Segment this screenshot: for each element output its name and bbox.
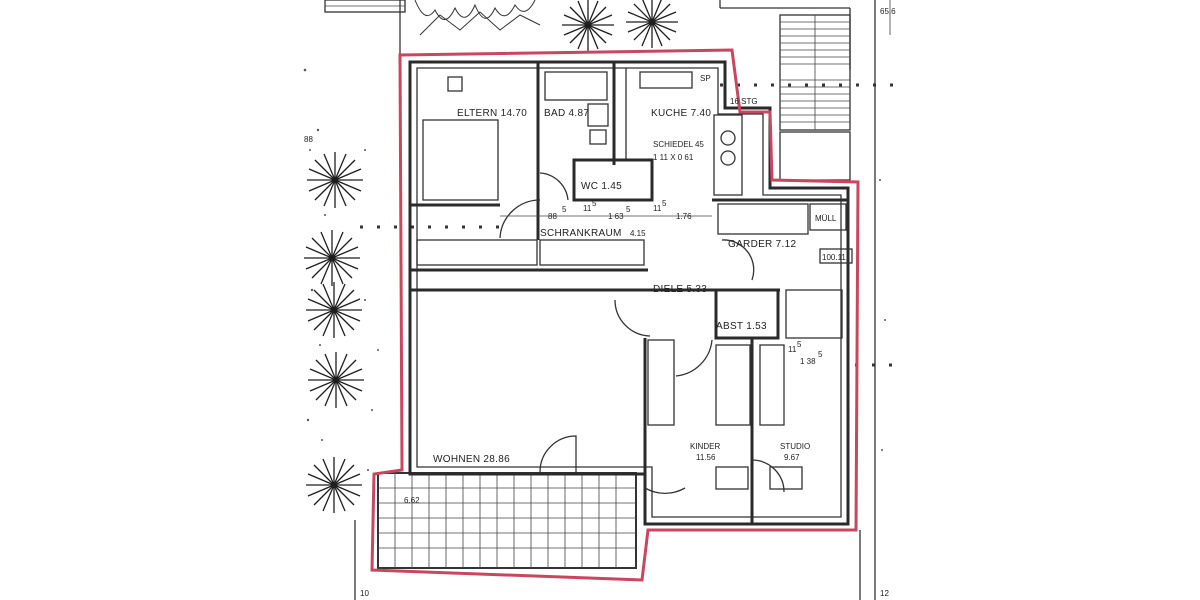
- apartment-outline: [370, 48, 860, 582]
- outer-walls: [408, 60, 850, 526]
- label-sp: SP: [700, 74, 711, 83]
- label-kinder-area: 11.56: [696, 453, 716, 462]
- hedge-icon: [414, 0, 541, 36]
- dim-88-sup: 5: [562, 205, 567, 214]
- tree-icon: [306, 282, 362, 338]
- tree-icon: [304, 230, 360, 286]
- margin-left-top: 88: [304, 135, 313, 144]
- label-studio: STUDIO: [780, 442, 810, 451]
- margin-top-right: 65.6: [880, 7, 896, 16]
- label-kuche: KUCHE 7.40: [651, 108, 711, 119]
- tree-icon: [308, 352, 364, 408]
- staircase: [779, 14, 851, 181]
- dim-163-sup: 5: [626, 205, 631, 214]
- dim-138-sup: 5: [818, 350, 823, 359]
- label-schiedel-size: 1 11 X 0 61: [653, 153, 694, 162]
- dim-138: 1 38: [800, 357, 816, 366]
- label-studio-area: 9.67: [784, 453, 800, 462]
- label-terrace: 6.62: [404, 496, 420, 505]
- label-diele: DIELE 5.33: [653, 284, 707, 295]
- label-abst: ABST 1.53: [716, 321, 767, 332]
- level-value: 100.11: [822, 253, 846, 262]
- label-schrankraum: SCHRANKRAUM: [540, 228, 622, 239]
- doors: [499, 172, 785, 495]
- dim-11c-sup: 5: [797, 340, 802, 349]
- label-wc: WC 1.45: [581, 181, 622, 192]
- label-schiedel: SCHIEDEL 45: [653, 140, 704, 149]
- interior-walls: [410, 62, 848, 524]
- margin-bottom-right: 12: [880, 589, 889, 598]
- label-kinder: KINDER: [690, 442, 720, 451]
- tree-icon: [307, 152, 363, 208]
- tree-icon: [306, 457, 362, 513]
- dim-11b: 11: [653, 204, 662, 213]
- dim-163: 1 63: [608, 212, 624, 221]
- label-wohnen: WOHNEN 28.86: [433, 454, 510, 465]
- tree-icon: [562, 0, 614, 51]
- label-mull: MÜLL: [815, 214, 837, 223]
- label-bad: BAD 4.87: [544, 108, 589, 119]
- dim-11a-sup: 5: [592, 199, 597, 208]
- tree-icon: [626, 0, 678, 48]
- dim-176: 1.76: [676, 212, 692, 221]
- label-stg: 16 STG: [730, 97, 758, 106]
- label-garder: GARDER 7.12: [728, 239, 796, 250]
- margin-bottom-left: 10: [360, 589, 369, 598]
- dim-11b-sup: 5: [662, 199, 667, 208]
- terrace: [377, 472, 637, 569]
- label-schrankraum-area: 4.15: [630, 229, 646, 238]
- dim-11c: 11: [788, 345, 797, 354]
- soil-hatching: [303, 68, 886, 471]
- level-marker: [819, 248, 853, 264]
- dim-88: 88: [548, 212, 557, 221]
- label-eltern: ELTERN 14.70: [457, 108, 527, 119]
- dim-11a: 11: [583, 204, 592, 213]
